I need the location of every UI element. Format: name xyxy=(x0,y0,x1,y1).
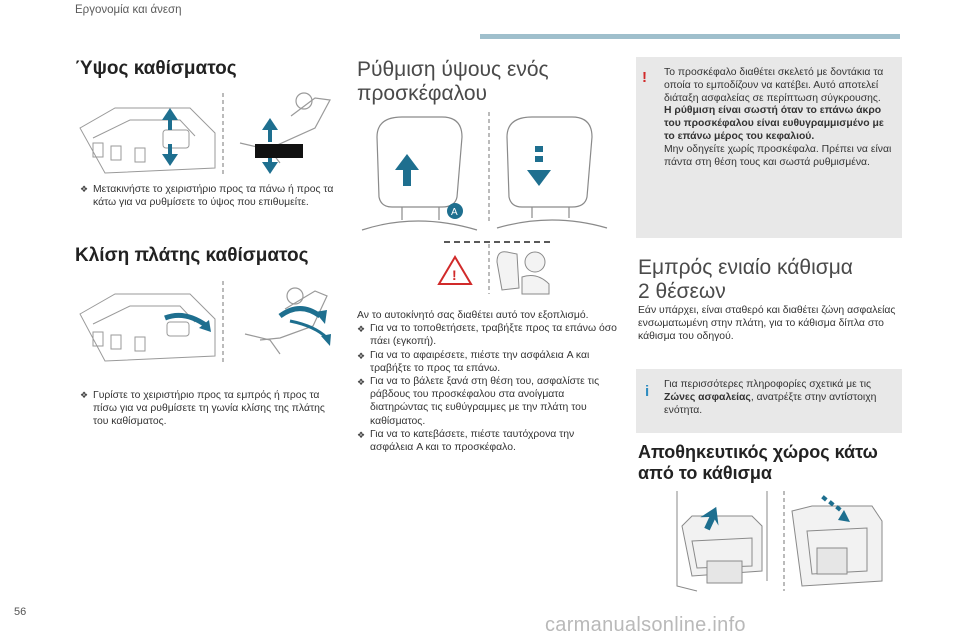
header-section-title: Εργονομία και άνεση xyxy=(75,4,182,16)
fig-label-a: A xyxy=(451,207,458,218)
bench-title-line1: Εμπρός ενιαίο κάθισμα xyxy=(638,256,853,279)
list-item: ❖Για να το βάλετε ξανά στη θέση του, ασφ… xyxy=(357,376,600,427)
warning-icon: ! xyxy=(642,69,647,86)
list-item: ❖Για να το κατεβάσετε, πιέστε ταυτόχρονα… xyxy=(357,428,575,454)
seat-height-illustration xyxy=(75,88,345,178)
headrest-title-line1: Ρύθμιση ύψους ενός xyxy=(357,58,549,81)
storage-illustration xyxy=(672,486,892,598)
storage-title-line1: Αποθηκευτικός χώρος κάτω xyxy=(638,442,878,462)
bench-title-line2: 2 θέσεων xyxy=(638,280,726,303)
info-link-text: Ζώνες ασφαλείας xyxy=(664,391,751,403)
seat-height-title: Ύψος καθίσματος xyxy=(75,58,237,79)
bullet-icon: ❖ xyxy=(80,390,89,400)
seat-recline-text: Γυρίστε το χειριστήριο προς τα εμπρός ή … xyxy=(93,390,325,428)
bullet-icon: ❖ xyxy=(80,184,89,194)
seat-recline-instruction: ❖ Γυρίστε το χειριστήριο προς τα εμπρός ή… xyxy=(80,389,335,429)
info-box: i Για περισσότερες πληροφορίες σχετικά μ… xyxy=(636,369,902,433)
headrest-instructions: Αν το αυτοκίνητό σας διαθέτει αυτό τον ε… xyxy=(357,309,619,454)
warning-text-2: Μην οδηγείτε χωρίς προσκέφαλα. Πρέπει να… xyxy=(664,143,892,168)
info-text: Για περισσότερες πληροφορίες σχετικά με … xyxy=(664,379,872,390)
headrest-intro: Αν το αυτοκίνητό σας διαθέτει αυτό τον ε… xyxy=(357,310,589,321)
bench-seat-text: Εάν υπάρχει, είναι σταθερό και διαθέτει … xyxy=(638,305,896,343)
storage-title-line2: από το κάθισμα xyxy=(638,463,772,483)
info-text-end: , ανατρέξτε στην αντίστοιχη ενότητα. xyxy=(664,391,877,416)
warning-bold-text: Η ρύθμιση είναι σωστή όταν το επάνω άκρο… xyxy=(664,105,884,142)
page-number: 56 xyxy=(14,606,27,618)
seat-recline-illustration xyxy=(75,276,345,366)
seat-recline-title: Κλίση πλάτης καθίσματος xyxy=(75,245,309,266)
bench-seat-title: Εμπρός ενιαίο κάθισμα 2 θέσεων xyxy=(638,256,898,304)
list-item: ❖Για να το τοποθετήσετε, τραβήξτε προς τ… xyxy=(357,323,617,348)
seat-height-text: Μετακινήστε το χειριστήριο προς τα πάνω … xyxy=(93,184,334,209)
warning-box: ! Το προσκέφαλο διαθέτει σκελετό με δοντ… xyxy=(636,57,902,238)
storage-title: Αποθηκευτικός χώρος κάτω από το κάθισμα xyxy=(638,442,900,484)
warning-text: Το προσκέφαλο διαθέτει σκελετό με δοντάκ… xyxy=(664,67,884,104)
info-icon: i xyxy=(645,383,650,400)
watermark: carmanualsonline.info xyxy=(545,614,746,636)
header-accent-bar xyxy=(480,34,900,39)
list-item: ❖Για να το αφαιρέσετε, πιέστε την ασφάλε… xyxy=(357,349,590,374)
headrest-title: Ρύθμιση ύψους ενός προσκέφαλου xyxy=(357,58,627,106)
seat-height-instruction: ❖ Μετακινήστε το χειριστήριο προς τα πάνω… xyxy=(80,183,335,209)
headrest-illustration: A ! xyxy=(357,112,617,302)
svg-text:!: ! xyxy=(452,267,457,283)
headrest-title-line2: προσκέφαλου xyxy=(357,82,488,105)
